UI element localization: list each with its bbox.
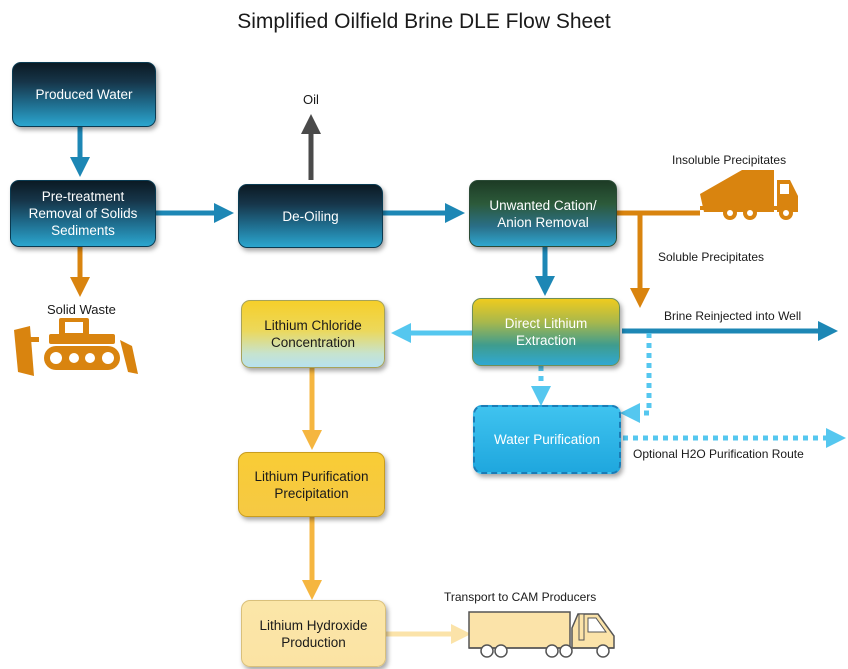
node-water-purification: Water Purification (473, 405, 621, 474)
arrow-brine-to-water-dashed (620, 333, 652, 423)
node-cation-removal: Unwanted Cation/Anion Removal (469, 180, 617, 247)
semi-truck-icon (468, 611, 615, 658)
label-optional-h2o-route: Optional H2O Purification Route (633, 447, 804, 461)
dump-truck-icon (700, 170, 798, 220)
node-produced-water: Produced Water (12, 62, 156, 127)
label-oil: Oil (303, 92, 319, 107)
diagram-title: Simplified Oilfield Brine DLE Flow Sheet (237, 10, 611, 33)
node-deoiling: De-Oiling (238, 184, 383, 248)
label-solid-waste: Solid Waste (47, 302, 116, 317)
label-insoluble-precipitates: Insoluble Precipitates (672, 153, 787, 167)
label-brine-reinjected: Brine Reinjected into Well (664, 309, 802, 323)
bulldozer-icon (14, 318, 138, 376)
label-transport: Transport to CAM Producers (444, 590, 597, 604)
label-soluble-precipitates: Soluble Precipitates (658, 250, 765, 264)
